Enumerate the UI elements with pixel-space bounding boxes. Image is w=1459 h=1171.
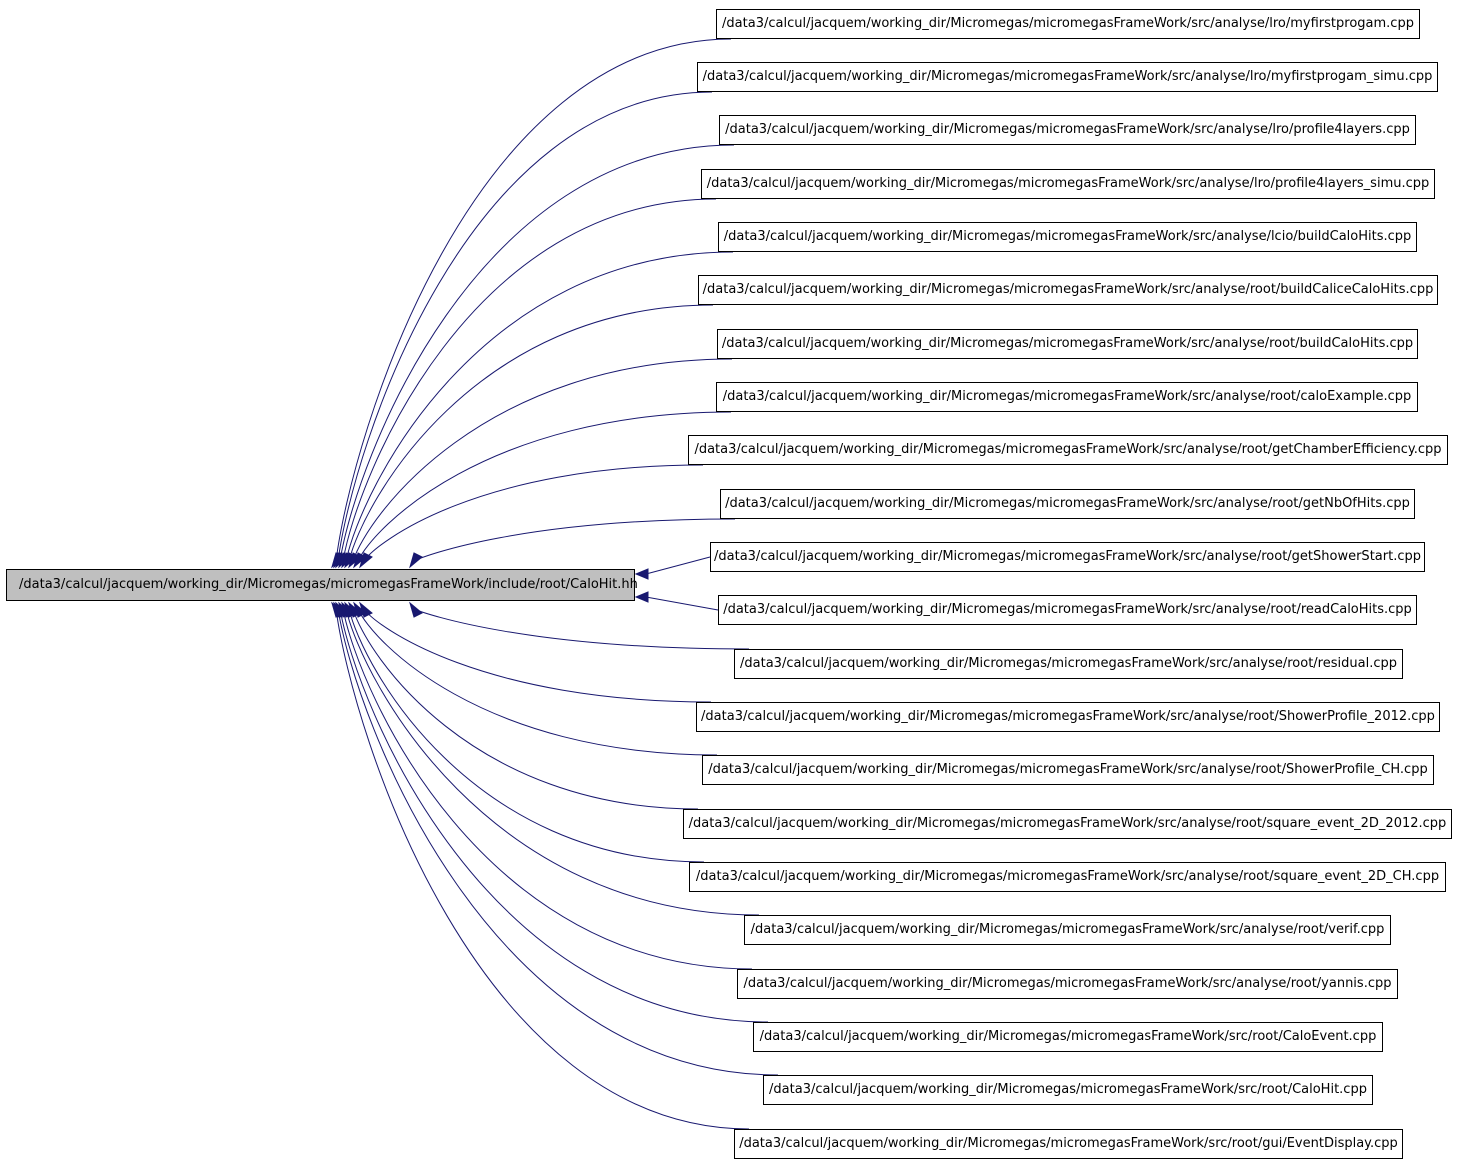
includer-node[interactable]: /data3/calcul/jacquem/working_dir/Microm… — [717, 329, 1418, 359]
includer-node[interactable]: /data3/calcul/jacquem/working_dir/Microm… — [719, 115, 1416, 145]
arrowhead — [634, 568, 649, 580]
include-edge — [357, 608, 718, 756]
include-edge — [352, 358, 733, 562]
includer-node[interactable]: /data3/calcul/jacquem/working_dir/Microm… — [737, 969, 1398, 999]
include-edge — [337, 91, 713, 562]
includer-node[interactable]: /data3/calcul/jacquem/working_dir/Microm… — [744, 915, 1391, 945]
includer-node[interactable]: /data3/calcul/jacquem/working_dir/Microm… — [688, 435, 1448, 465]
include-edge — [348, 304, 714, 562]
include-edge — [413, 518, 736, 562]
arrowhead — [359, 552, 373, 569]
includer-node[interactable]: /data3/calcul/jacquem/working_dir/Microm… — [683, 809, 1452, 839]
includer-node[interactable]: /data3/calcul/jacquem/working_dir/Microm… — [734, 1129, 1403, 1159]
includer-node[interactable]: /data3/calcul/jacquem/working_dir/Microm… — [689, 862, 1446, 892]
includer-node[interactable]: /data3/calcul/jacquem/working_dir/Microm… — [718, 222, 1417, 252]
include-edge — [645, 596, 719, 611]
center-node-calohit-hh[interactable]: /data3/calcul/jacquem/working_dir/Microm… — [6, 569, 638, 601]
includer-node[interactable]: /data3/calcul/jacquem/working_dir/Microm… — [734, 649, 1403, 679]
include-edge — [345, 608, 760, 916]
include-edge — [363, 464, 704, 562]
include-edge — [342, 608, 753, 970]
include-edge — [645, 556, 711, 575]
include-edge — [345, 251, 734, 562]
includer-node[interactable]: /data3/calcul/jacquem/working_dir/Microm… — [720, 489, 1415, 519]
includer-node[interactable]: /data3/calcul/jacquem/working_dir/Microm… — [698, 275, 1438, 305]
includer-node[interactable]: /data3/calcul/jacquem/working_dir/Microm… — [696, 702, 1440, 732]
include-edge — [339, 608, 769, 1023]
includer-node[interactable]: /data3/calcul/jacquem/working_dir/Microm… — [710, 542, 1425, 572]
include-edge — [413, 608, 750, 650]
arrowhead — [409, 552, 423, 569]
include-edge — [363, 608, 712, 703]
include-edge — [357, 411, 732, 562]
include-edge — [335, 608, 750, 1130]
includer-node[interactable]: /data3/calcul/jacquem/working_dir/Microm… — [753, 1022, 1383, 1052]
includer-node[interactable]: /data3/calcul/jacquem/working_dir/Microm… — [718, 595, 1417, 625]
include-edge — [348, 608, 705, 863]
includer-node[interactable]: /data3/calcul/jacquem/working_dir/Microm… — [763, 1075, 1373, 1105]
include-edge — [339, 144, 735, 562]
arrowhead — [634, 591, 649, 603]
includer-node[interactable]: /data3/calcul/jacquem/working_dir/Microm… — [702, 755, 1434, 785]
includer-node[interactable]: /data3/calcul/jacquem/working_dir/Microm… — [716, 9, 1420, 39]
include-edge — [342, 198, 717, 562]
arrowhead — [331, 601, 345, 618]
arrowhead — [409, 601, 423, 618]
include-edge — [337, 608, 779, 1076]
includer-node[interactable]: /data3/calcul/jacquem/working_dir/Microm… — [697, 62, 1438, 92]
include-edge — [352, 608, 699, 810]
includer-node[interactable]: /data3/calcul/jacquem/working_dir/Microm… — [716, 382, 1418, 412]
include-edge — [335, 38, 732, 562]
includer-node[interactable]: /data3/calcul/jacquem/working_dir/Microm… — [701, 169, 1435, 199]
